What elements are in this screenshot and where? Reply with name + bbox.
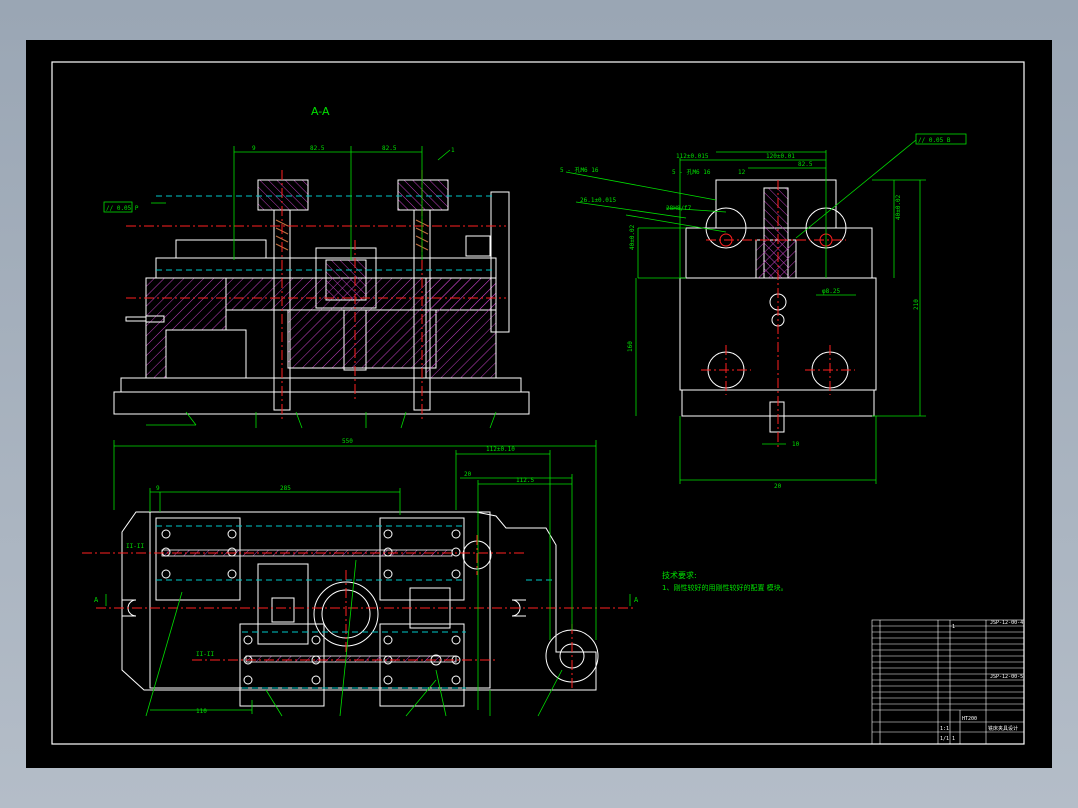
svg-text:II-II: II-II [196, 651, 214, 658]
svg-text:JSP-12-00-4: JSP-12-00-4 [990, 620, 1023, 626]
notes-line-1: 1、刚性较好的用刚性较好的配置 模块。 [662, 583, 788, 592]
svg-text:160: 160 [627, 341, 634, 352]
section-label: A-A [311, 105, 330, 118]
svg-text:40±0.02: 40±0.02 [629, 224, 636, 250]
svg-text:82.5: 82.5 [798, 161, 813, 168]
drawing-sheet: A-A [26, 40, 1052, 768]
svg-text:210: 210 [913, 299, 920, 310]
svg-text:5 - 孔M6 16: 5 - 孔M6 16 [560, 166, 599, 174]
side-view: 112±0.015 120±0.01 82.5 12 5 - 孔M6 16 5 … [560, 133, 967, 490]
inner-border [51, 61, 1025, 745]
svg-text:JSP-12-00-5: JSP-12-00-5 [990, 674, 1023, 680]
svg-text:285: 285 [280, 485, 291, 492]
svg-text:110: 110 [196, 708, 207, 715]
svg-text:26.1±0.015: 26.1±0.015 [580, 197, 617, 204]
svg-text:82.5: 82.5 [382, 145, 397, 152]
svg-text:1/1: 1/1 [940, 736, 949, 742]
svg-text:82.5: 82.5 [310, 145, 325, 152]
svg-text:II-II: II-II [126, 543, 144, 550]
svg-text:550: 550 [342, 438, 353, 445]
svg-text:9: 9 [156, 485, 160, 492]
svg-text:20: 20 [464, 471, 472, 478]
svg-text:铣床夹具设计: 铣床夹具设计 [988, 725, 1018, 732]
svg-text:1: 1 [952, 736, 955, 742]
svg-text:12: 12 [738, 169, 746, 176]
svg-text:20: 20 [774, 483, 782, 490]
plan-view: 550 112±0.10 20 112.5 9 285 110 A A II-I… [82, 438, 639, 717]
svg-text:// 0.05 P: // 0.05 P [106, 205, 139, 212]
svg-text:1: 1 [451, 147, 455, 154]
technical-notes: 技术要求: 1、刚性较好的用刚性较好的配置 模块。 [662, 570, 788, 592]
notes-heading: 技术要求: [662, 570, 697, 580]
svg-text:120±0.01: 120±0.01 [766, 153, 795, 160]
svg-text:1:1: 1:1 [940, 726, 949, 732]
svg-text:1: 1 [952, 624, 955, 630]
title-block [871, 619, 1025, 745]
svg-text:28H8/f7: 28H8/f7 [666, 205, 692, 212]
svg-text:HT200: HT200 [962, 716, 977, 722]
svg-text:9: 9 [252, 145, 256, 152]
svg-text:// 0.05 B: // 0.05 B [918, 137, 951, 144]
svg-text:112±0.015: 112±0.015 [676, 153, 709, 160]
svg-text:φ8.25: φ8.25 [822, 288, 840, 295]
svg-text:5 - 孔M6 16: 5 - 孔M6 16 [672, 168, 711, 176]
svg-text:112.5: 112.5 [516, 477, 534, 484]
svg-text:A: A [94, 596, 99, 604]
section-view-a-a: A-A [103, 105, 530, 429]
title-block-text: JSP-12-00-4 JSP-12-00-5 HT200 铣床夹具设计 1:1… [940, 620, 1023, 742]
svg-text:112±0.10: 112±0.10 [486, 446, 515, 453]
cad-drawing: A-A [51, 61, 1025, 745]
svg-text:10: 10 [792, 441, 800, 448]
svg-text:40±0.02: 40±0.02 [895, 194, 902, 220]
svg-text:A: A [634, 596, 639, 604]
